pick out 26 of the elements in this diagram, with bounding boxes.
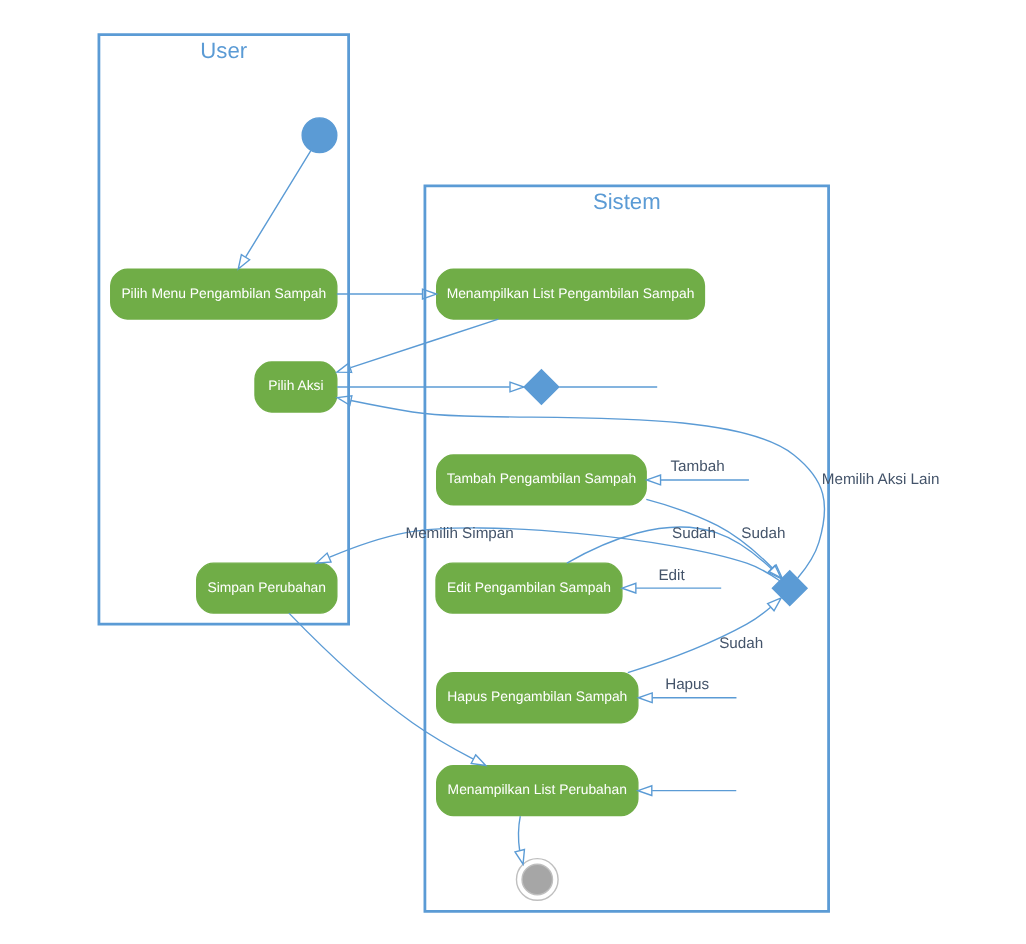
arrow	[336, 380, 526, 392]
arrow	[334, 317, 500, 373]
arrow	[335, 393, 826, 578]
edge-label: Tambah	[670, 456, 725, 475]
node-circle	[515, 856, 559, 900]
arrow	[635, 783, 737, 796]
arrow	[566, 525, 783, 580]
arrow	[636, 690, 738, 703]
arrow	[644, 473, 750, 485]
node-diamond	[523, 367, 560, 405]
edge-label: Sudah	[672, 522, 717, 541]
arrow	[645, 497, 784, 579]
edge-label: Sudah	[741, 522, 786, 541]
edge-label: Hapus	[665, 674, 710, 693]
node-circle	[301, 116, 338, 153]
arrow	[627, 595, 783, 673]
arrow	[237, 148, 312, 270]
arrow	[314, 526, 781, 581]
arrow	[619, 581, 722, 593]
arrow	[513, 814, 526, 866]
arrow	[288, 611, 488, 766]
connector	[558, 385, 658, 387]
node-diamond	[771, 568, 809, 606]
edge-label: Edit	[658, 564, 685, 583]
edge-label: Sudah	[719, 632, 764, 651]
arrow	[336, 287, 439, 299]
